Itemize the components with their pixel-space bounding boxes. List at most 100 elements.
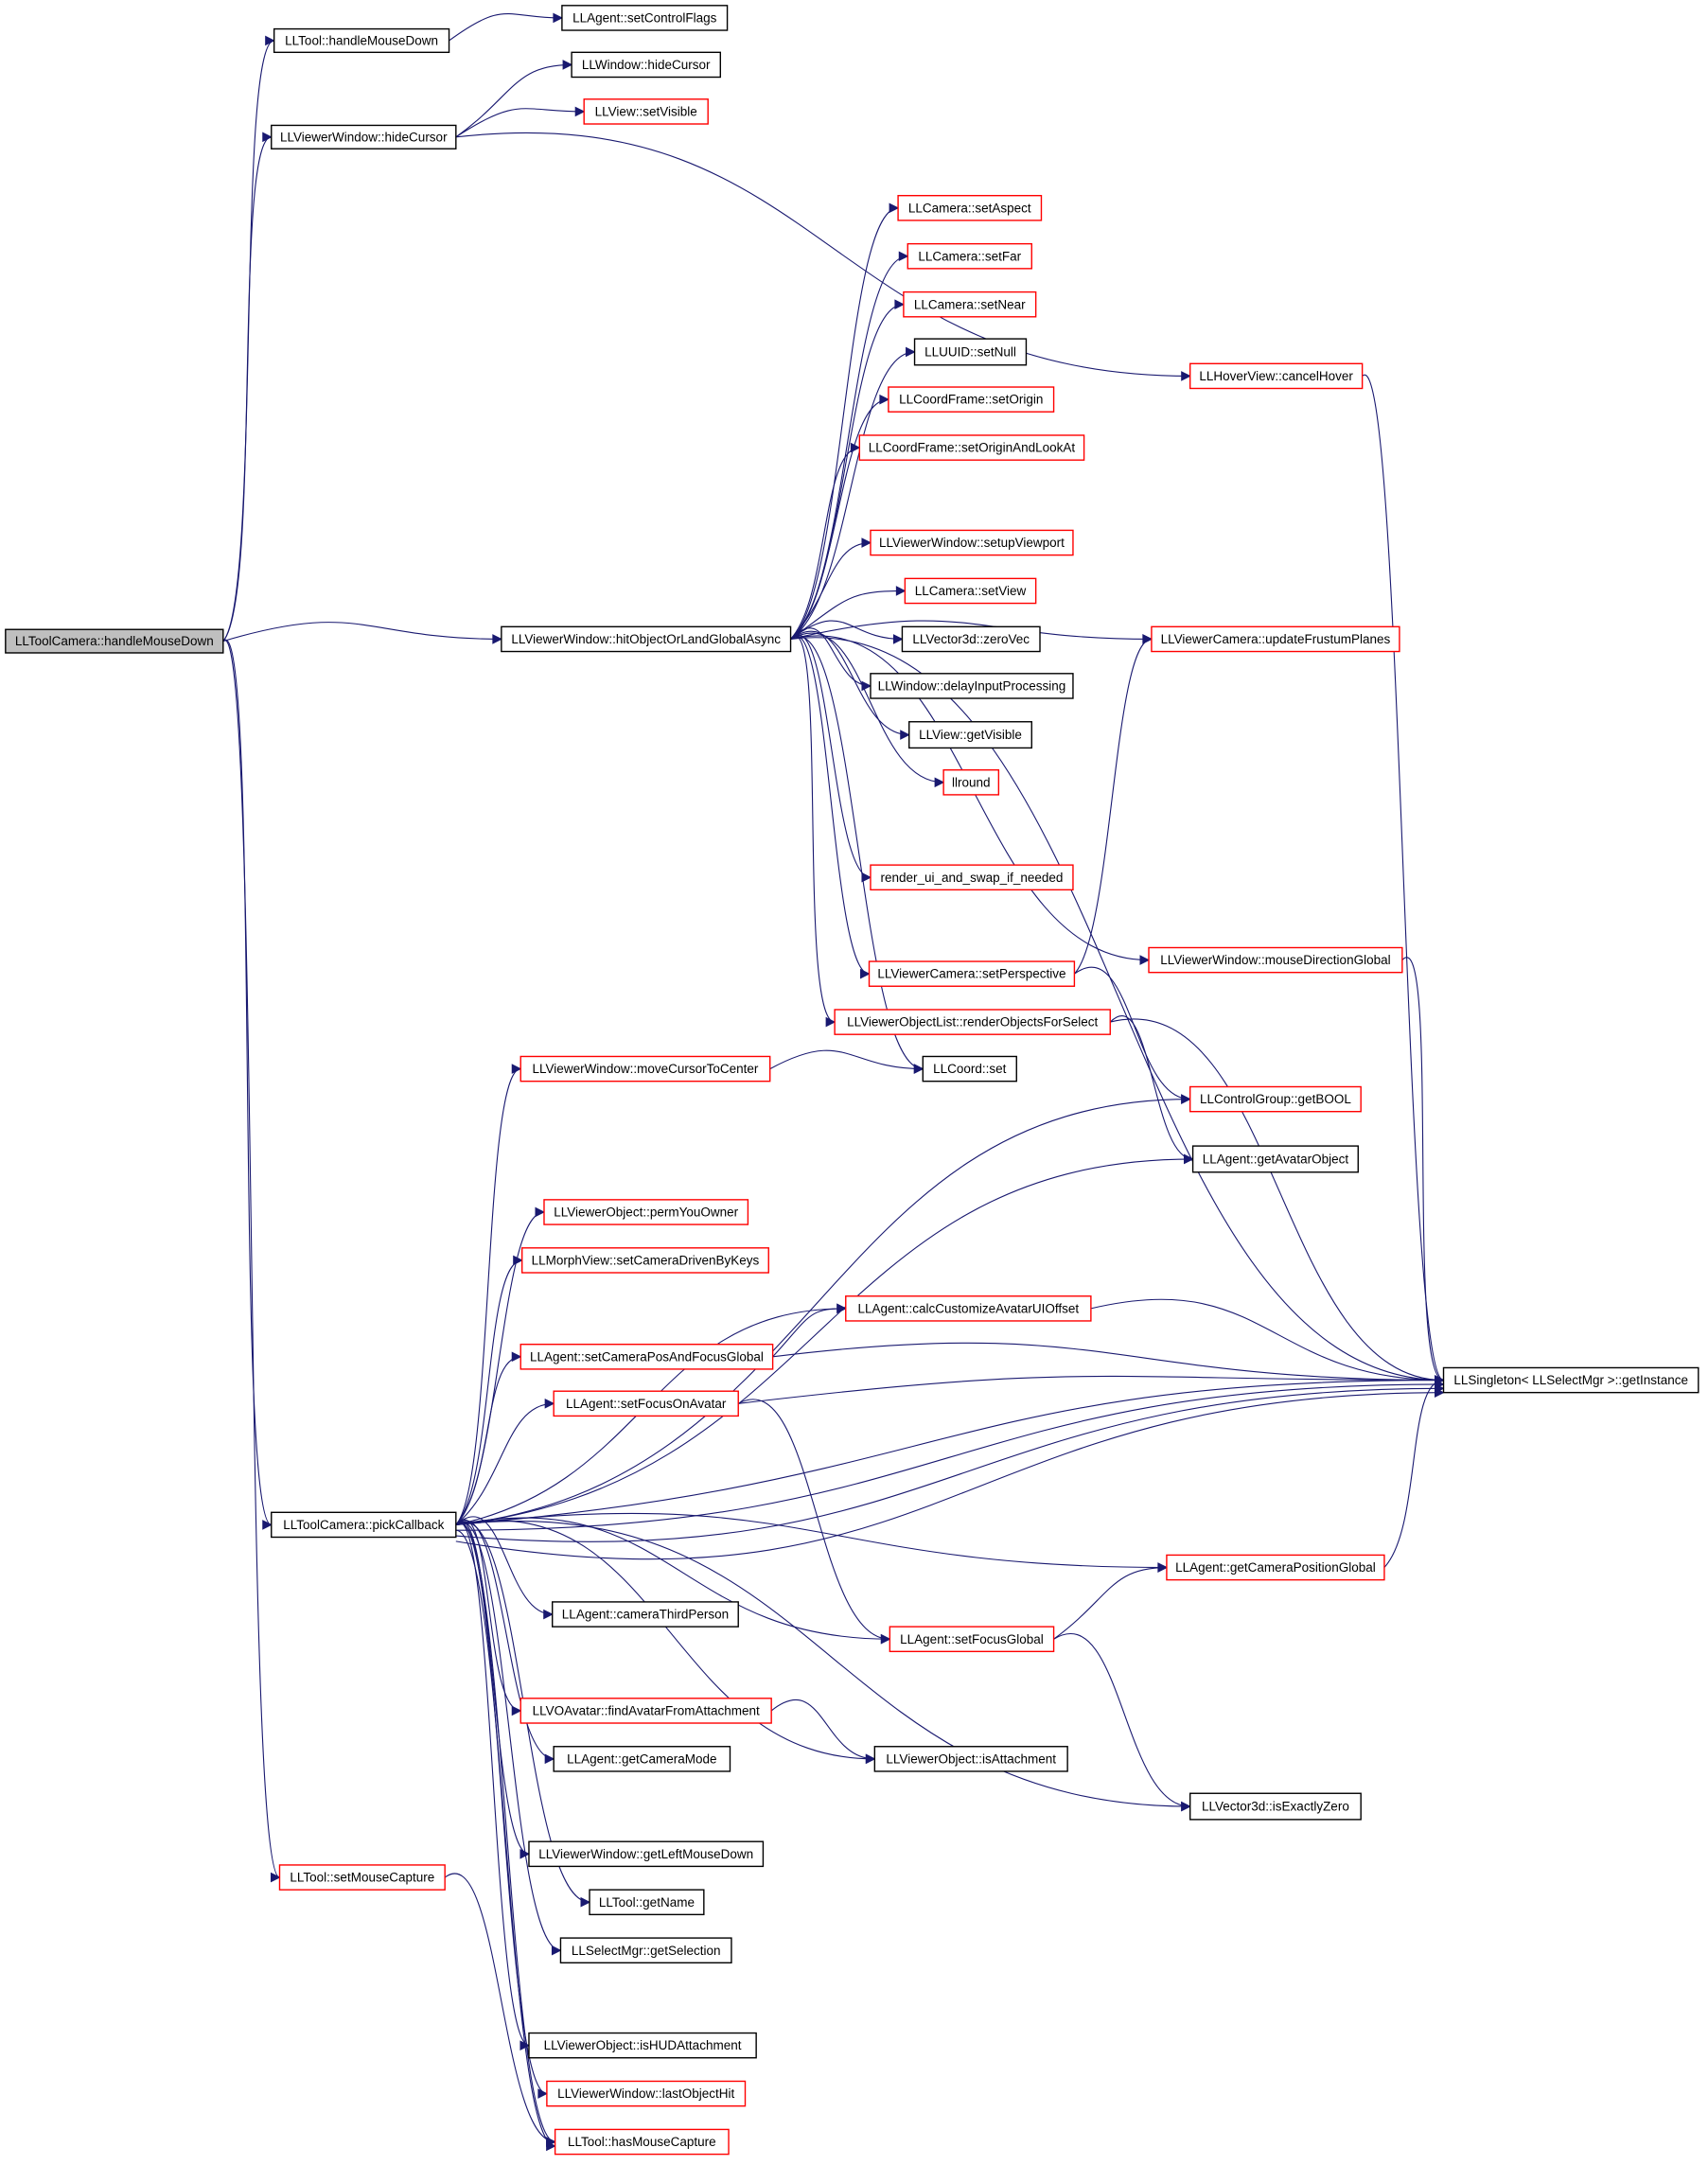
node-vw-getleftmd[interactable]: LLViewerWindow::getLeftMouseDown	[528, 1840, 765, 1868]
node-cam-setview[interactable]: LLCamera::setView	[904, 577, 1037, 605]
node-tool-getname[interactable]: LLTool::getName	[589, 1889, 705, 1916]
node-vw-lastobj[interactable]: LLViewerWindow::lastObjectHit	[546, 2080, 747, 2107]
node-v3-zerovec[interactable]: LLVector3d::zeroVec	[901, 625, 1041, 653]
call-edge	[790, 541, 871, 640]
node-box	[559, 1937, 732, 1963]
node-vo-ishud[interactable]: LLViewerObject::isHUDAttachment	[528, 2032, 757, 2059]
node-singleton[interactable]: LLSingleton< LLSelectMgr >::getInstance	[1442, 1366, 1699, 1394]
node-box	[561, 5, 729, 31]
edge-arrowhead	[551, 1945, 562, 1956]
edge-arrowhead	[580, 1896, 591, 1908]
node-render-ui[interactable]: render_ui_and_swap_if_needed	[870, 864, 1074, 891]
node-tc-pick[interactable]: LLToolCamera::pickCallback	[271, 1511, 457, 1539]
node-box	[583, 98, 709, 125]
node-box	[519, 1055, 771, 1082]
node-agent-getavatar[interactable]: LLAgent::getAvatarObject	[1191, 1145, 1359, 1173]
node-tool-setmousecap[interactable]: LLTool::setMouseCapture	[278, 1864, 446, 1891]
call-edge	[455, 1259, 522, 1525]
edge-arrowhead	[1157, 1562, 1169, 1573]
node-label: LLVOAvatar::findAvatarFromAttachment	[533, 1703, 760, 1717]
call-edge	[790, 637, 1444, 1382]
edge-arrowhead	[262, 132, 273, 143]
node-box	[1151, 625, 1400, 653]
node-tool-hmd[interactable]: LLTool::handleMouseDown	[273, 27, 450, 54]
node-v3-isexactzero[interactable]: LLVector3d::isExactlyZero	[1189, 1792, 1362, 1821]
call-edge	[222, 639, 273, 1525]
call-edge	[772, 1342, 1444, 1382]
node-hover-cancel[interactable]: LLHoverView::cancelHover	[1189, 362, 1364, 390]
node-box	[1191, 1145, 1359, 1173]
call-edge	[790, 634, 872, 878]
node-win-delayinput[interactable]: LLWindow::delayInputProcessing	[870, 673, 1074, 699]
edge-arrowhead	[511, 1705, 522, 1716]
node-coord-set[interactable]: LLCoord::set	[922, 1055, 1017, 1082]
node-label: LLCoordFrame::setOriginAndLookAt	[869, 441, 1076, 455]
edge-arrowhead	[879, 394, 890, 405]
node-agent-getcampos[interactable]: LLAgent::getCameraPositionGlobal	[1166, 1554, 1385, 1581]
node-box	[870, 864, 1074, 891]
call-edge	[455, 108, 585, 138]
node-box	[868, 960, 1076, 987]
node-vw-mousedir[interactable]: LLViewerWindow::mouseDirectionGlobal	[1148, 946, 1403, 974]
node-uuid-setnull[interactable]: LLUUID::setNull	[913, 338, 1028, 366]
node-win-hidecursor[interactable]: LLWindow::hideCursor	[571, 51, 722, 79]
node-label: LLViewerObjectList::renderObjectsForSele…	[847, 1015, 1098, 1030]
node-agent-setcampos[interactable]: LLAgent::setCameraPosAndFocusGlobal	[519, 1344, 774, 1370]
node-vo-isattach[interactable]: LLViewerObject::isAttachment	[873, 1746, 1068, 1772]
node-llround[interactable]: llround	[942, 769, 1000, 796]
node-box	[571, 51, 722, 79]
node-vw-hidecursor[interactable]: LLViewerWindow::hideCursor	[271, 124, 457, 150]
node-box	[907, 242, 1032, 270]
node-root[interactable]: LLToolCamera::handleMouseDown	[5, 628, 224, 654]
node-cam-setfar[interactable]: LLCamera::setFar	[907, 242, 1032, 270]
edge-arrowhead	[546, 2140, 556, 2152]
node-label: LLCamera::setNear	[914, 297, 1026, 311]
node-cam-setaspect[interactable]: LLCamera::setAspect	[897, 195, 1043, 221]
node-mv-setcamdriven[interactable]: LLMorphView::setCameraDrivenByKeys	[520, 1247, 769, 1274]
node-vw-movecursor[interactable]: LLViewerWindow::moveCursorToCenter	[519, 1055, 771, 1082]
call-edge	[444, 1873, 555, 2143]
node-cg-getbool[interactable]: LLControlGroup::getBOOL	[1189, 1085, 1362, 1113]
call-edge	[222, 136, 272, 642]
node-vc-setpersp[interactable]: LLViewerCamera::setPerspective	[868, 960, 1076, 987]
node-voa-find[interactable]: LLVOAvatar::findAvatarFromAttachment	[519, 1698, 772, 1724]
call-edge	[222, 40, 274, 642]
node-view-getvisible[interactable]: LLView::getVisible	[908, 721, 1032, 749]
call-edge	[455, 1522, 561, 1951]
node-label: LLAgent::setControlFlags	[572, 10, 717, 25]
node-vc-updatefrustum[interactable]: LLViewerCamera::updateFrustumPlanes	[1151, 625, 1400, 653]
node-box	[273, 27, 450, 54]
node-vo-permyou[interactable]: LLViewerObject::permYouOwner	[543, 1199, 749, 1225]
node-sm-getsel[interactable]: LLSelectMgr::getSelection	[559, 1937, 732, 1963]
node-agent-scf[interactable]: LLAgent::setControlFlags	[561, 5, 729, 31]
node-cf-setorigin[interactable]: LLCoordFrame::setOrigin	[888, 386, 1055, 413]
edge-arrowhead	[553, 12, 564, 24]
edge-arrowhead	[906, 346, 916, 358]
node-agent-setfocusg[interactable]: LLAgent::setFocusGlobal	[889, 1626, 1055, 1653]
node-cam-setnear[interactable]: LLCamera::setNear	[903, 290, 1037, 318]
node-vw-setupviewport[interactable]: LLViewerWindow::setupViewport	[870, 529, 1074, 556]
node-label: LLViewerWindow::lastObjectHit	[557, 2086, 734, 2101]
call-edge	[455, 1392, 1444, 1560]
call-edge	[455, 1517, 890, 1640]
node-cf-setoriginlook[interactable]: LLCoordFrame::setOriginAndLookAt	[858, 434, 1085, 461]
node-agent-cam3rd[interactable]: LLAgent::cameraThirdPerson	[552, 1601, 739, 1628]
node-vol-render[interactable]: LLViewerObjectList::renderObjectsForSele…	[834, 1009, 1111, 1035]
node-agent-calccust[interactable]: LLAgent::calcCustomizeAvatarUIOffset	[845, 1295, 1092, 1322]
call-edge	[790, 627, 871, 687]
call-edge	[1383, 1380, 1444, 1568]
node-agent-getcammode[interactable]: LLAgent::getCameraMode	[553, 1746, 731, 1772]
node-vw-hitobject[interactable]: LLViewerWindow::hitObjectOrLandGlobalAsy…	[501, 625, 792, 653]
node-box	[553, 1746, 731, 1772]
node-box	[908, 721, 1032, 749]
node-box	[554, 2128, 730, 2156]
call-edge	[790, 635, 836, 1023]
node-label: LLWindow::hideCursor	[582, 58, 711, 72]
node-view-setvisible[interactable]: LLView::setVisible	[583, 98, 709, 125]
node-tool-hasmousecap[interactable]: LLTool::hasMouseCapture	[554, 2128, 730, 2156]
node-label: LLTool::setMouseCapture	[290, 1871, 434, 1885]
call-edge	[790, 636, 924, 1070]
node-box	[1442, 1366, 1699, 1394]
call-edge	[222, 640, 280, 1878]
node-agent-setfocusav[interactable]: LLAgent::setFocusOnAvatar	[553, 1390, 739, 1417]
